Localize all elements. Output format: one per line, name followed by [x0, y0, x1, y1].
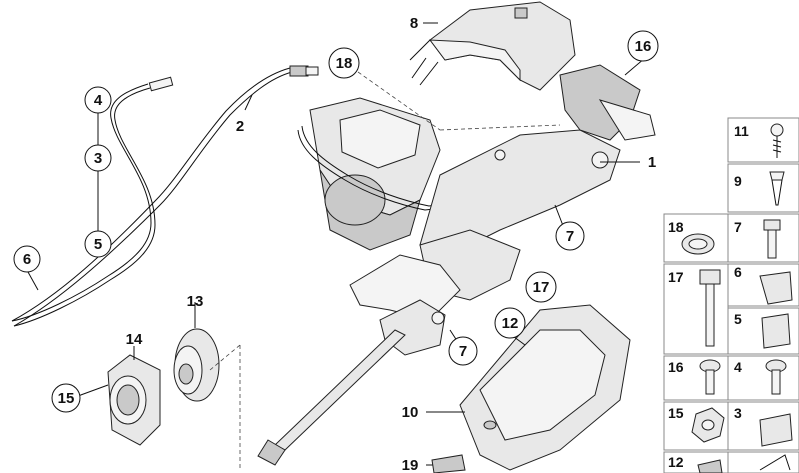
- callout-10: 10: [402, 404, 419, 421]
- callout-5: 5: [94, 236, 102, 253]
- callout-14: 14: [126, 331, 143, 348]
- leader-lines: [27, 22, 646, 466]
- callout-17: 17: [533, 279, 550, 296]
- steering-column: [257, 64, 656, 466]
- side-label-12: 12: [668, 454, 684, 470]
- callout-2: 2: [236, 118, 244, 135]
- callout-13: 13: [187, 293, 204, 310]
- side-label-6: 6: [734, 264, 742, 280]
- callout-15: 15: [58, 390, 75, 407]
- callout-7b: 7: [459, 343, 467, 360]
- callout-12: 12: [502, 315, 519, 332]
- side-label-5: 5: [734, 311, 742, 327]
- side-label-3: 3: [734, 405, 742, 421]
- lower-trim: [459, 304, 631, 471]
- callout-1: 1: [648, 154, 656, 171]
- side-label-4: 4: [734, 359, 742, 375]
- side-label-9: 9: [734, 173, 742, 189]
- upper-cover: [409, 1, 576, 91]
- side-label-7: 7: [734, 219, 742, 235]
- side-label-16: 16: [668, 359, 684, 375]
- small-parts-panel: 11 9 18 7 17 6 5 16 4 15 3 12: [663, 117, 799, 473]
- callout-4: 4: [94, 92, 103, 109]
- side-label-18: 18: [668, 219, 684, 235]
- side-label-15: 15: [668, 405, 684, 421]
- callout-18: 18: [336, 55, 353, 72]
- callout-6: 6: [23, 251, 31, 268]
- callout-3: 3: [94, 150, 102, 167]
- bearing-parts: [107, 328, 241, 470]
- control-unit: [297, 97, 473, 251]
- callout-8: 8: [410, 15, 418, 32]
- callouts: 4 3 5 6 2 18 8 16 1 7 17 7 12 10 19 13 1…: [13, 15, 659, 473]
- side-label-11: 11: [734, 123, 749, 139]
- cable-assembly: [11, 65, 319, 327]
- callout-19: 19: [402, 457, 419, 473]
- side-label-17: 17: [668, 269, 684, 285]
- callout-7a: 7: [566, 228, 574, 245]
- callout-16: 16: [635, 38, 652, 55]
